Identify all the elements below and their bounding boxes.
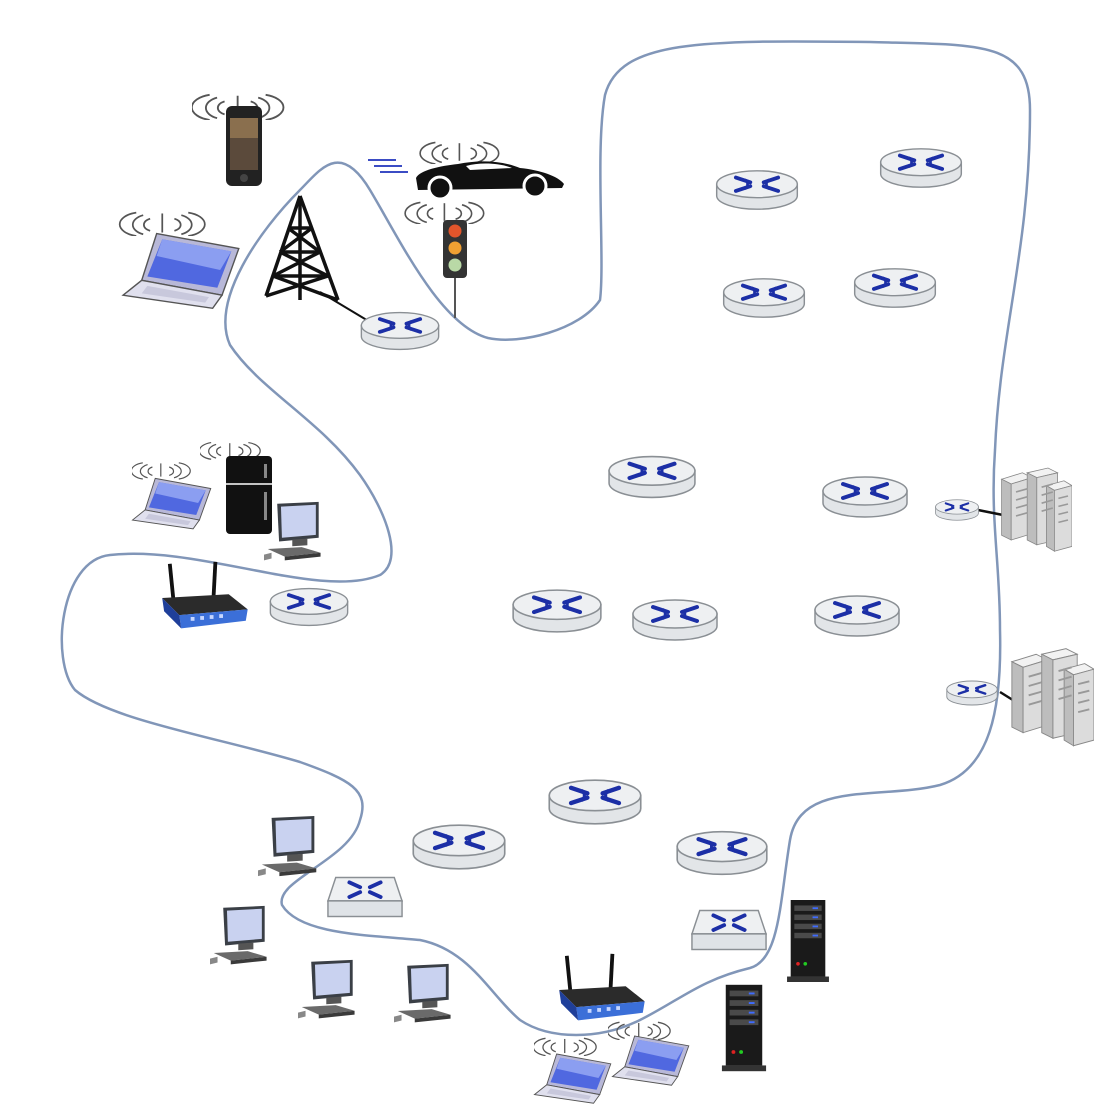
wireless-waves-icon — [534, 1037, 597, 1056]
router-icon — [945, 679, 999, 707]
router-icon — [513, 590, 601, 632]
wireless-waves-icon — [132, 462, 191, 480]
router-icon — [359, 310, 441, 352]
wireless-waves-icon — [419, 141, 500, 164]
router-icon — [721, 276, 807, 320]
data-center-icon — [1000, 467, 1072, 553]
desktop-icon — [298, 959, 355, 1019]
router-icon — [714, 168, 800, 212]
router-icon — [821, 475, 909, 519]
desktop-icon — [394, 963, 451, 1023]
server-rack-icon — [787, 900, 829, 982]
switch-icon — [692, 911, 766, 950]
wireless-waves-icon — [404, 201, 485, 224]
datacenter-link-1 — [977, 508, 1004, 517]
switch-icon — [328, 878, 402, 917]
wifi-router-icon — [557, 952, 647, 1023]
router-icon — [413, 825, 504, 869]
router-icon — [878, 146, 964, 190]
router-icon — [852, 266, 938, 310]
desktop-icon — [264, 501, 321, 561]
desktop-icon — [210, 905, 267, 965]
router-icon — [815, 596, 899, 636]
server-rack-icon — [721, 984, 767, 1072]
laptop-icon — [611, 1035, 690, 1086]
car-icon — [368, 159, 564, 201]
wireless-waves-icon — [118, 211, 206, 236]
cell-tower-icon — [264, 195, 340, 302]
data-center-icon — [1010, 648, 1094, 747]
router-icon — [609, 457, 695, 498]
network-edge-boundary — [60, 40, 1032, 1037]
router-icon — [677, 832, 767, 875]
router-icon — [633, 600, 717, 640]
router-icon — [268, 586, 350, 628]
desktop-icon — [258, 815, 317, 877]
wifi-router-icon — [160, 560, 250, 631]
laptop-icon — [132, 477, 212, 530]
smartphone-icon — [226, 106, 262, 186]
traffic-light-icon — [443, 220, 467, 278]
refrigerator-icon — [226, 456, 272, 534]
laptop-icon — [533, 1053, 612, 1104]
router-icon — [934, 498, 980, 522]
laptop-icon — [122, 232, 240, 309]
router-icon — [549, 780, 640, 824]
